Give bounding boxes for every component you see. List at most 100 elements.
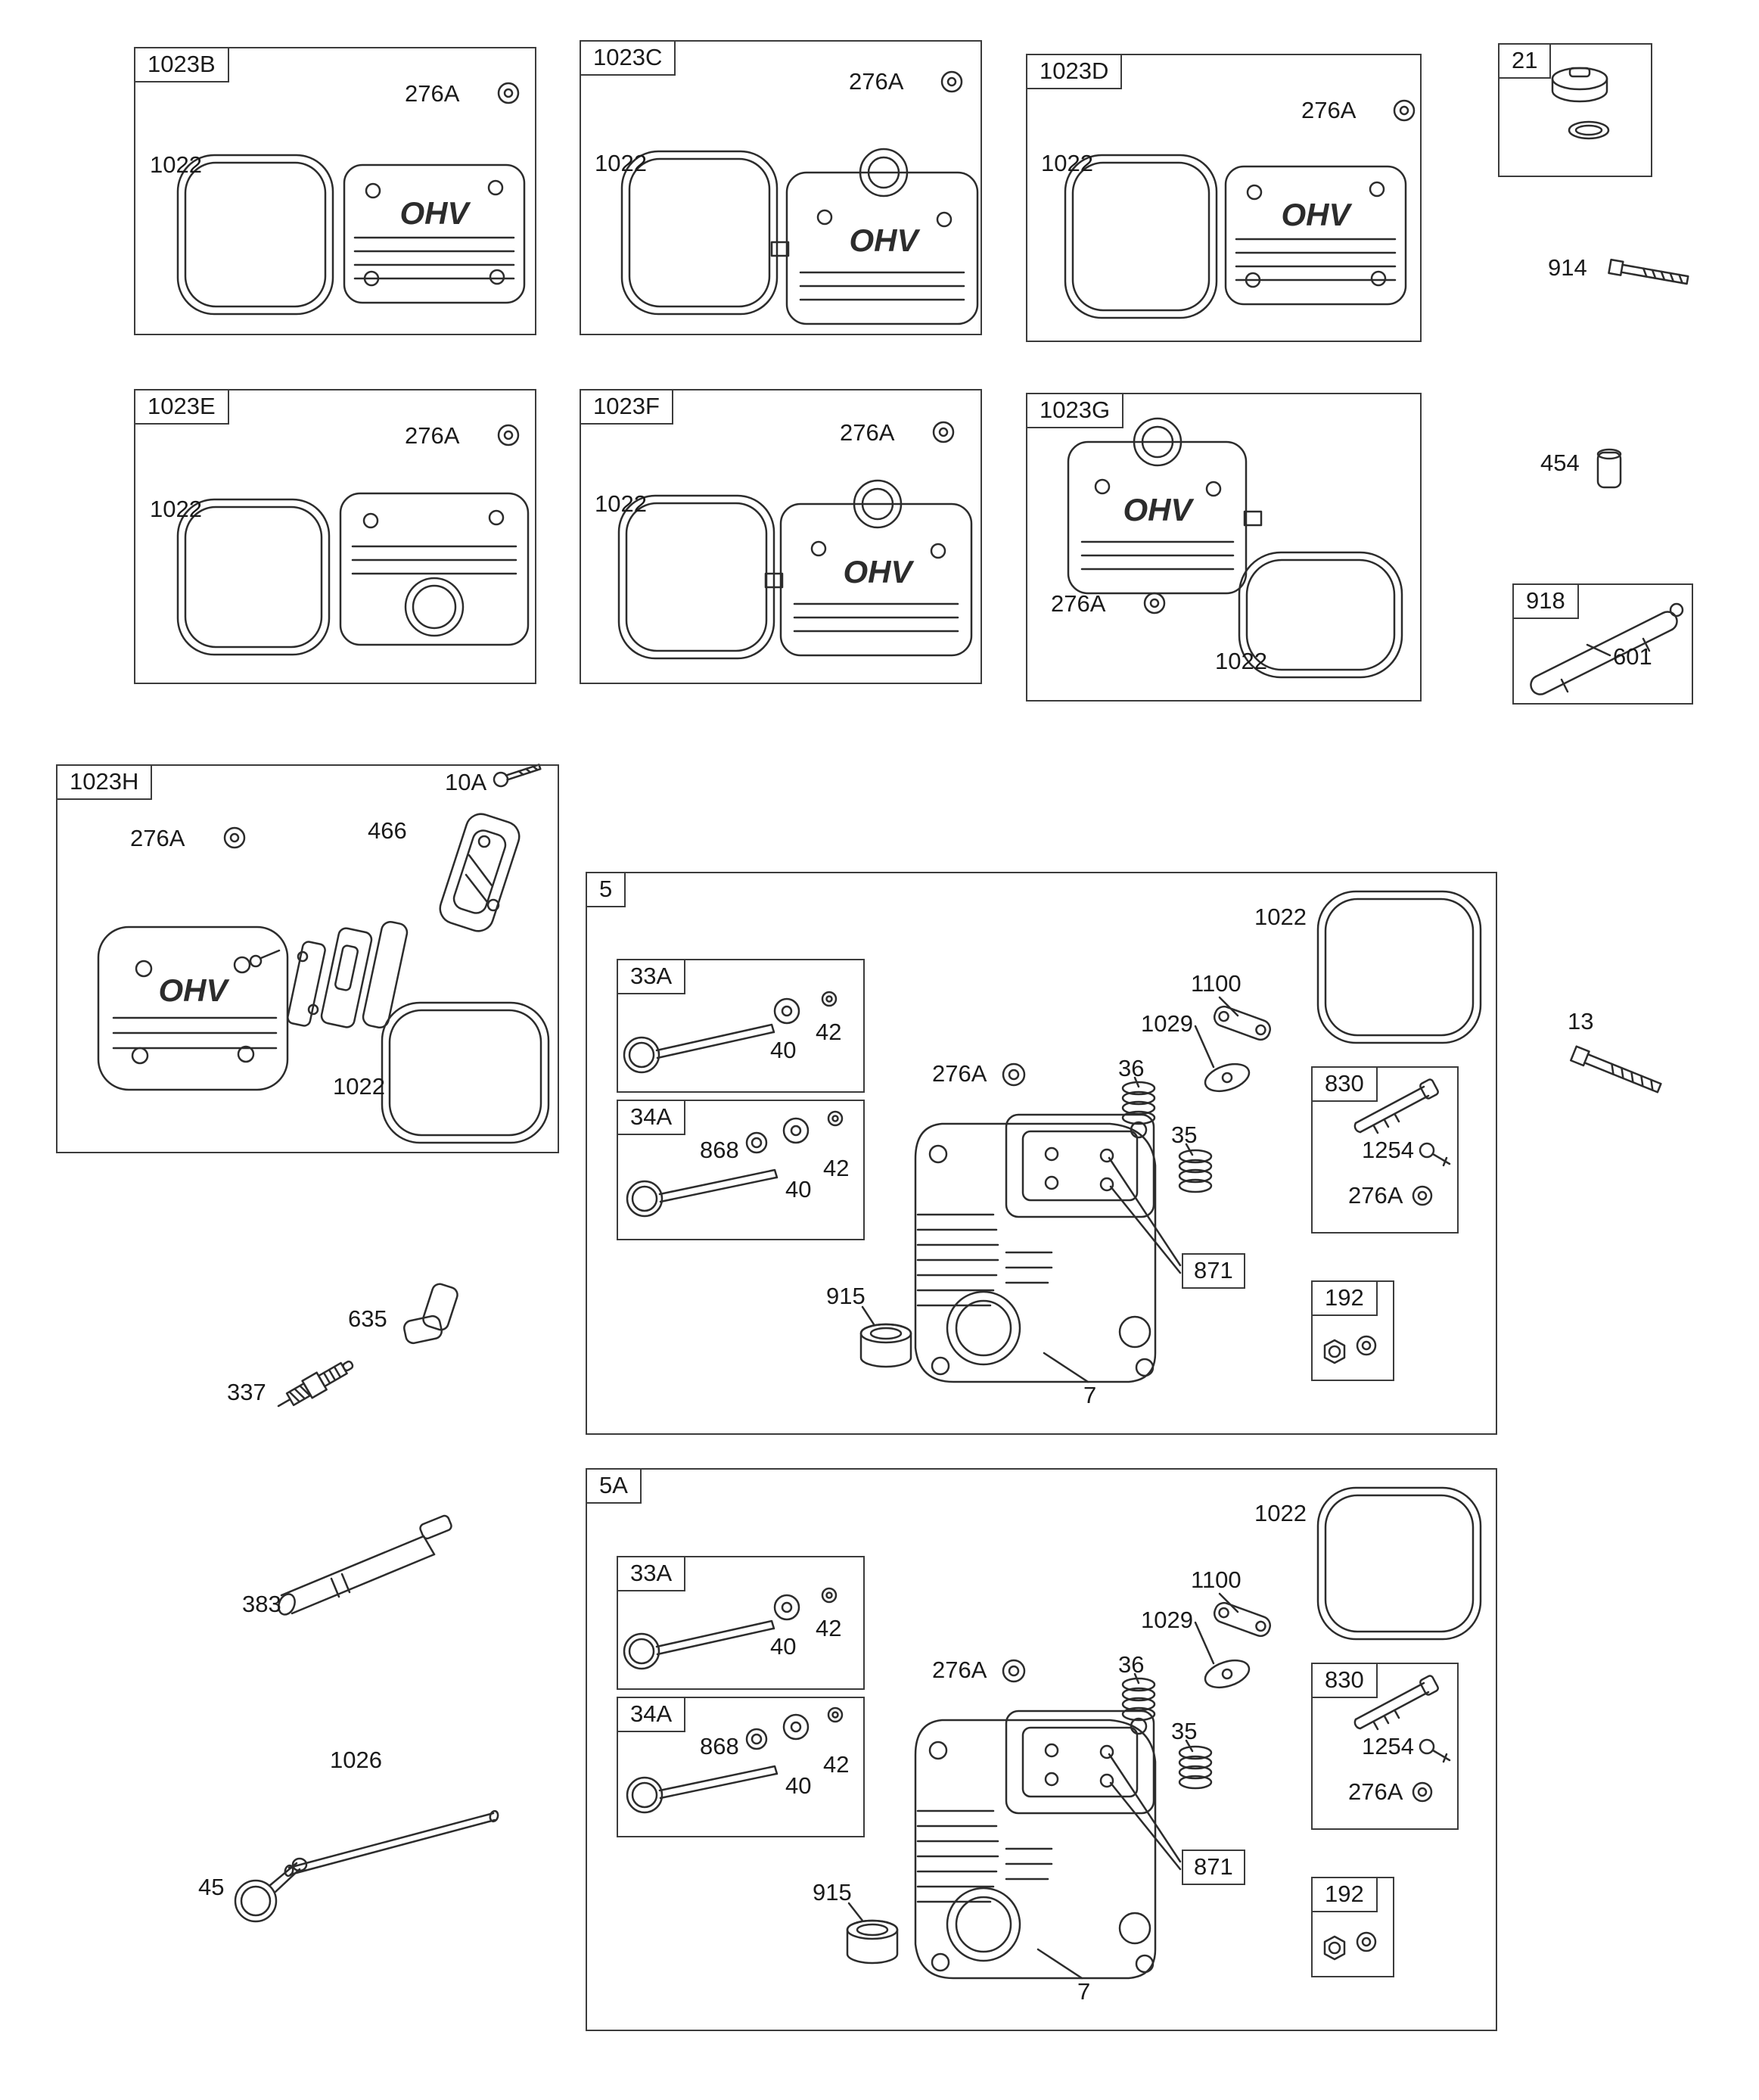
- part-label-1100: 1100: [1191, 970, 1242, 997]
- group-box-1023B: 1023B: [134, 47, 536, 335]
- part-label-45: 45: [198, 1874, 225, 1900]
- group-label: 1023B: [134, 47, 229, 82]
- part-label-276A: 276A: [1301, 97, 1357, 123]
- part-label-1022: 1022: [150, 151, 202, 178]
- part-label-383: 383: [242, 1591, 281, 1617]
- group-label: 1023H: [56, 764, 153, 800]
- part-label-1022: 1022: [1041, 150, 1093, 176]
- group-label: 34A: [617, 1100, 686, 1135]
- part-label-42: 42: [816, 1019, 842, 1045]
- part-label-40: 40: [770, 1037, 797, 1063]
- breather-tube-icon: [278, 1514, 452, 1616]
- group-box-1023H: 1023H: [56, 764, 559, 1153]
- part-label-1022: 1022: [595, 490, 647, 517]
- part-label-13: 13: [1568, 1008, 1594, 1034]
- inner-box-830: 830: [1311, 1066, 1459, 1234]
- part-label-1022: 1022: [595, 150, 647, 176]
- part-label-635: 635: [348, 1305, 387, 1332]
- callout-871: 871: [1182, 1850, 1245, 1885]
- group-label: 1023E: [134, 389, 229, 425]
- group-label: 1023G: [1026, 393, 1124, 428]
- part-label-868: 868: [700, 1137, 739, 1163]
- part-label-1022: 1022: [1254, 904, 1307, 930]
- pin-icon: [1596, 448, 1622, 489]
- part-label-454: 454: [1540, 450, 1580, 476]
- part-label-1254: 1254: [1362, 1137, 1414, 1163]
- part-label-868: 868: [700, 1733, 739, 1759]
- group-label: 830: [1311, 1663, 1378, 1698]
- part-label-7: 7: [1077, 1978, 1091, 2005]
- part-label-36: 36: [1118, 1055, 1145, 1081]
- part-label-42: 42: [816, 1615, 842, 1641]
- part-label-276A: 276A: [932, 1060, 987, 1087]
- inner-box-192: 192: [1311, 1877, 1394, 1977]
- callout-871: 871: [1182, 1253, 1245, 1289]
- part-label-466: 466: [368, 817, 407, 844]
- part-label-276A: 276A: [1348, 1778, 1403, 1805]
- inner-box-34A: 34A: [617, 1100, 865, 1240]
- part-label-915: 915: [813, 1879, 852, 1906]
- bolt-icon: [1608, 258, 1689, 285]
- part-label-601: 601: [1613, 643, 1652, 670]
- part-label-1254: 1254: [1362, 1733, 1414, 1759]
- part-label-40: 40: [785, 1176, 812, 1202]
- group-box-1023E: 1023E: [134, 389, 536, 684]
- group-box-1023D: 1023D: [1026, 54, 1422, 342]
- part-label-276A: 276A: [840, 419, 895, 446]
- group-label: 918: [1512, 583, 1579, 619]
- part-label-276A: 276A: [130, 825, 185, 851]
- group-label: 33A: [617, 959, 686, 994]
- part-label-42: 42: [823, 1155, 850, 1181]
- group-label: 5: [586, 872, 626, 907]
- part-label-337: 337: [227, 1379, 266, 1405]
- group-label: 1023D: [1026, 54, 1123, 89]
- spark-plug-boot-icon: [403, 1283, 458, 1345]
- part-label-1022: 1022: [333, 1073, 385, 1100]
- inner-box-33A: 33A: [617, 959, 865, 1093]
- part-label-276A: 276A: [849, 68, 904, 95]
- part-label-276A: 276A: [405, 422, 460, 449]
- part-label-276A: 276A: [932, 1657, 987, 1683]
- group-label: 5A: [586, 1468, 642, 1504]
- part-label-914: 914: [1548, 254, 1587, 281]
- group-label: 34A: [617, 1697, 686, 1732]
- part-label-1100: 1100: [1191, 1566, 1242, 1593]
- group-label: 192: [1311, 1280, 1378, 1316]
- part-label-276A: 276A: [1051, 590, 1106, 617]
- push-rod-icon: [284, 1809, 499, 1878]
- part-label-1029: 1029: [1141, 1010, 1193, 1037]
- group-box-1023F: 1023F: [580, 389, 982, 684]
- part-label-1022: 1022: [1254, 1500, 1307, 1526]
- bolt-icon: [1570, 1045, 1662, 1094]
- spark-plug-icon: [277, 1360, 354, 1408]
- group-box-5: 5: [586, 872, 1497, 1435]
- tappet-icon: [234, 1857, 308, 1923]
- group-box-1023C: 1023C: [580, 40, 982, 335]
- part-label-36: 36: [1118, 1651, 1145, 1678]
- inner-box-34A: 34A: [617, 1697, 865, 1837]
- group-box-918: 918: [1512, 583, 1693, 705]
- part-label-35: 35: [1171, 1718, 1198, 1744]
- part-label-1029: 1029: [1141, 1607, 1193, 1633]
- group-box-1023G: 1023G: [1026, 393, 1422, 702]
- part-label-276A: 276A: [405, 80, 460, 107]
- part-label-35: 35: [1171, 1122, 1198, 1148]
- part-label-276A: 276A: [1348, 1182, 1403, 1209]
- part-label-7: 7: [1083, 1382, 1097, 1408]
- part-label-1022: 1022: [150, 496, 202, 522]
- inner-box-192: 192: [1311, 1280, 1394, 1381]
- group-label: 21: [1498, 43, 1552, 79]
- group-box-21: 21: [1498, 43, 1652, 177]
- part-label-42: 42: [823, 1751, 850, 1778]
- group-label: 33A: [617, 1556, 686, 1591]
- group-label: 192: [1311, 1877, 1378, 1912]
- part-label-10A: 10A: [445, 769, 487, 795]
- part-label-40: 40: [770, 1633, 797, 1660]
- part-label-1022: 1022: [1215, 648, 1267, 674]
- inner-box-830: 830: [1311, 1663, 1459, 1830]
- part-label-1026: 1026: [330, 1747, 382, 1773]
- part-label-40: 40: [785, 1772, 812, 1799]
- group-label: 830: [1311, 1066, 1378, 1102]
- group-box-5A: 5A: [586, 1468, 1497, 2031]
